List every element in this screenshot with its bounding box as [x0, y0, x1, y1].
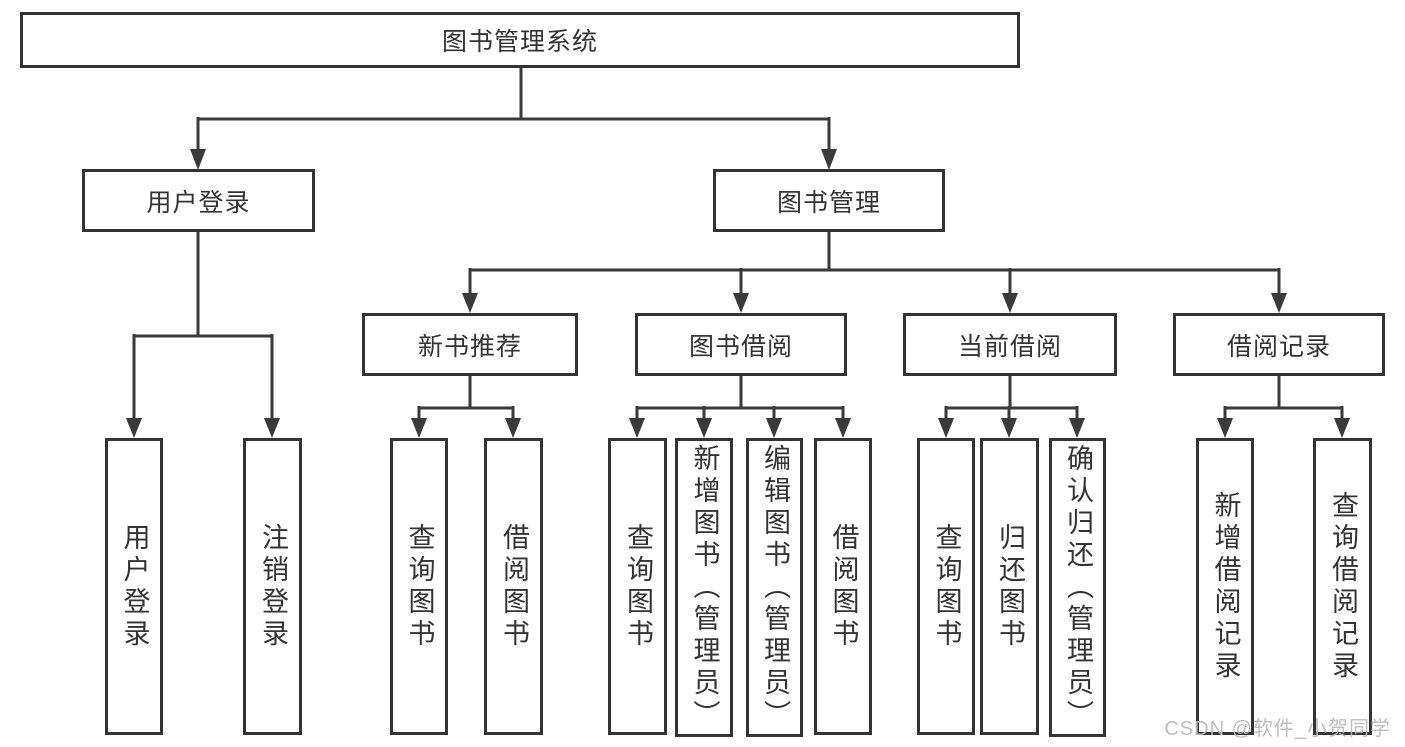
node-current-borrow: 当前借阅 — [903, 313, 1117, 376]
node-book-borrow: 图书借阅 — [635, 313, 847, 376]
node-borrow-records: 借阅记录 — [1173, 313, 1385, 376]
node-new-book-recommend: 新书推荐 — [362, 313, 578, 376]
node-user-login: 用户登录 — [82, 169, 315, 232]
leaf-query-book-recommend: 查询图书 — [390, 438, 448, 735]
leaf-edit-book-admin: 编辑图书（管理员） — [746, 438, 803, 737]
leaf-confirm-return-admin: 确认归还（管理员） — [1049, 438, 1106, 737]
leaf-query-borrow-record: 查询借阅记录 — [1313, 438, 1372, 735]
leaf-logout: 注销登录 — [243, 438, 302, 735]
watermark: CSDN @软件_小贺同学 — [1164, 718, 1391, 740]
node-root: 图书管理系统 — [20, 12, 1020, 68]
leaf-borrow-book-recommend: 借阅图书 — [484, 438, 543, 735]
leaf-add-book-admin: 新增图书（管理员） — [675, 438, 733, 737]
leaf-return-book: 归还图书 — [980, 438, 1039, 735]
leaf-user-login: 用户登录 — [105, 438, 163, 735]
leaf-query-book-borrow: 查询图书 — [608, 438, 667, 735]
leaf-borrow-book: 借阅图书 — [814, 438, 872, 735]
node-book-management: 图书管理 — [713, 169, 945, 232]
leaf-add-borrow-record: 新增借阅记录 — [1196, 438, 1254, 735]
leaf-query-book-current: 查询图书 — [917, 438, 975, 735]
